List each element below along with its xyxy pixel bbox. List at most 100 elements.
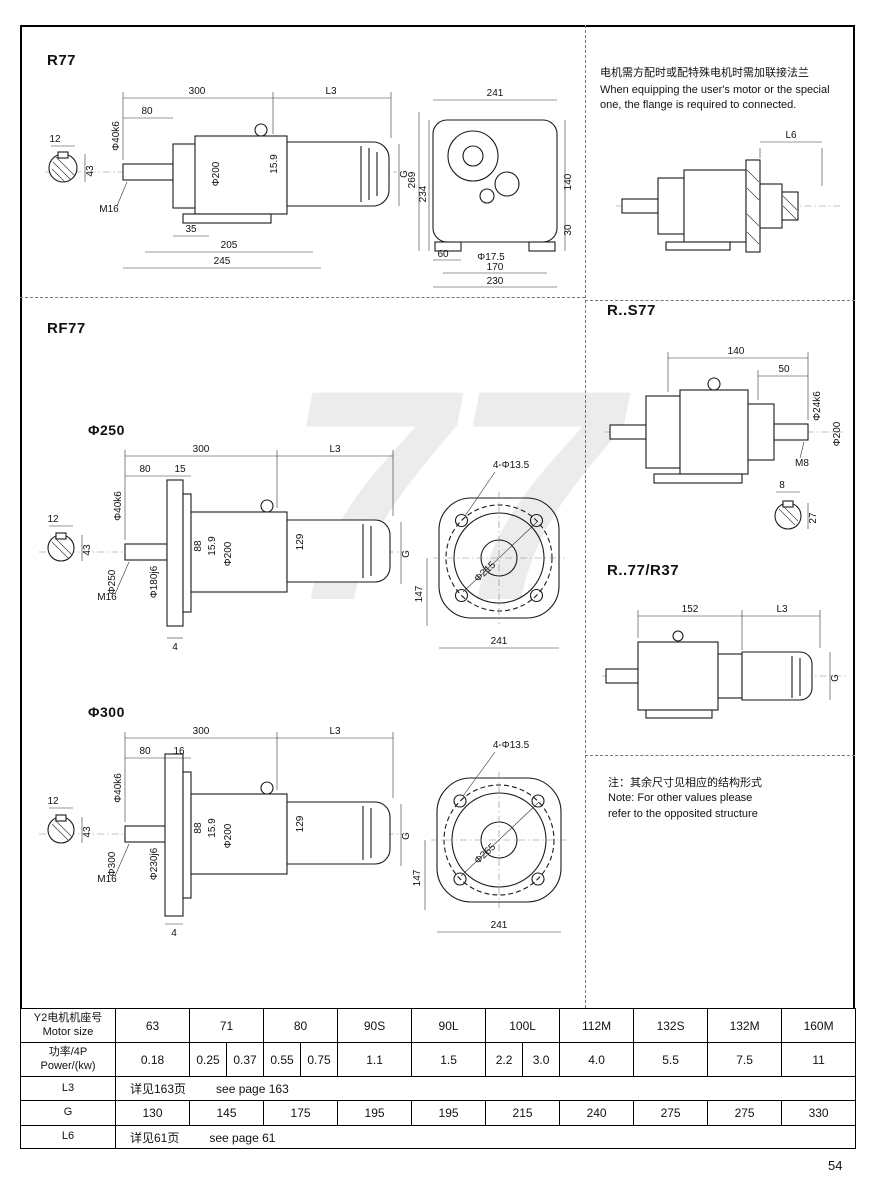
- mounting-foot: [665, 241, 731, 251]
- eyebolt: [707, 377, 721, 391]
- dim-300: 300: [189, 86, 206, 97]
- bolt-hole: [531, 872, 545, 886]
- bottom-note-en2: refer to the opposited structure: [608, 807, 758, 820]
- dim-m16: M16: [99, 204, 119, 215]
- dim-key-43: 43: [82, 544, 93, 556]
- dim-hole-dia: Φ17.5: [477, 252, 505, 263]
- section-title-rf77: RF77: [47, 320, 86, 337]
- power-cell: 0.75: [300, 1042, 339, 1077]
- flange-note-zh: 电机需方配时或配特殊电机时需加联接法兰: [600, 67, 809, 79]
- dim-147: 147: [414, 585, 425, 602]
- motor-size-160m: 160M: [781, 1008, 857, 1043]
- flange-option-view: L6: [616, 130, 840, 253]
- power-cell: 0.25: [189, 1042, 228, 1077]
- dim-269: 269: [407, 171, 418, 188]
- dim-50: 50: [778, 364, 790, 375]
- dim-140: 140: [728, 346, 745, 357]
- section-divider-left: [20, 297, 585, 298]
- dim-key-8: 8: [779, 480, 785, 491]
- flange-note-en1: When equipping the user's motor or the s…: [600, 83, 830, 96]
- power-cell: 1.1: [337, 1042, 413, 1077]
- dim-shaft-dia: Φ40k6: [113, 491, 124, 521]
- r77-front-view: 241 269 234 30 140 60 Φ17.5 170 230: [407, 88, 574, 288]
- g-cell: 240: [559, 1100, 635, 1126]
- power-cell: 0.18: [114, 1042, 191, 1077]
- dim-l3: L3: [329, 726, 341, 737]
- gearbox-body: [637, 641, 719, 711]
- dim-234: 234: [418, 185, 429, 202]
- rf77-250-drawing: 12 43 M16 300 L3 80 15 Φ40k6 Φ250 Φ180j6…: [25, 442, 580, 678]
- flange-option-drawing: L6: [608, 122, 848, 267]
- flange-disc: [164, 753, 184, 917]
- rf77-250-side-view: 12 43 M16 300 L3 80 15 Φ40k6 Φ250 Φ180j6…: [39, 444, 412, 653]
- r77-side-view: 12 43 M16 300 L3 80 Φ40k6 Φ200 15.9 G 35…: [45, 86, 410, 269]
- power-cell: 1.5: [411, 1042, 487, 1077]
- g-cell: 330: [781, 1100, 857, 1126]
- gearbox-body: [679, 389, 749, 475]
- adapter: [759, 183, 783, 229]
- power-cell: 0.55: [263, 1042, 302, 1077]
- dim-300: 300: [193, 726, 210, 737]
- dim-l3: L3: [325, 86, 337, 97]
- output-shaft: [122, 163, 174, 181]
- motor-size-63: 63: [114, 1008, 191, 1043]
- mounting-foot: [645, 709, 713, 719]
- bolt-hole: [453, 872, 467, 886]
- dim-140: 140: [563, 173, 574, 190]
- flange-spigot: [182, 771, 192, 899]
- foot-left: [434, 241, 462, 252]
- watermark-77: 77: [285, 327, 619, 663]
- power-cell: 4.0: [559, 1042, 635, 1077]
- dim-80: 80: [139, 746, 151, 757]
- coupling-housing: [717, 653, 743, 699]
- motor-size-112m: 112M: [559, 1008, 635, 1043]
- dim-key-43: 43: [82, 826, 93, 838]
- g-cell: 130: [114, 1100, 191, 1126]
- dim-body-dia: Φ200: [223, 823, 234, 848]
- motor-size-71: 71: [189, 1008, 265, 1043]
- bolt-hole: [453, 794, 467, 808]
- dim-88: 88: [193, 540, 204, 552]
- dim-30: 30: [563, 224, 574, 236]
- bolt-hole: [454, 513, 469, 528]
- rf77-300-front-view: 4-Φ13.5 Φ265 147 241: [412, 740, 567, 933]
- flange-disc: [166, 479, 184, 627]
- dim-15: 15: [174, 464, 186, 475]
- input-adapter: [747, 403, 775, 461]
- bolt-hole: [529, 588, 544, 603]
- dim-88: 88: [193, 822, 204, 834]
- r77-drawing: 12 43 M16 300 L3 80 Φ40k6 Φ200 15.9 G 35…: [25, 60, 580, 292]
- foot-right: [528, 241, 556, 252]
- section-title-r77r37: R..77/R37: [607, 562, 680, 579]
- g-cell: 195: [411, 1100, 487, 1126]
- eyebolt: [254, 123, 268, 137]
- dim-shaft-dia: Φ40k6: [113, 773, 124, 803]
- dim-m8: M8: [795, 458, 809, 469]
- dim-body-dia: Φ200: [223, 541, 234, 566]
- bottom-note-zh: 注：其余尺寸见相应的结构形式: [608, 777, 762, 789]
- r77r37-side-view: 152 L3 G: [602, 604, 846, 719]
- dim-bolt-circle: Φ215: [473, 559, 499, 584]
- g-cell: 195: [337, 1100, 413, 1126]
- dim-shaft-dia: Φ40k6: [111, 121, 122, 151]
- power-cell: 5.5: [633, 1042, 709, 1077]
- l3-header: L3: [20, 1076, 116, 1101]
- dim-g: G: [401, 832, 412, 840]
- motor-size-132s: 132S: [633, 1008, 709, 1043]
- section-title-rs77: R..S77: [607, 302, 656, 319]
- dim-159: 15.9: [207, 536, 218, 556]
- dim-241: 241: [491, 636, 508, 647]
- column-divider: [585, 25, 586, 1008]
- dim-35: 35: [185, 224, 197, 235]
- g-cell: 145: [189, 1100, 265, 1126]
- motor-body: [286, 801, 391, 865]
- section-title-r77: R77: [47, 52, 77, 69]
- dim-spigot-dia: Φ180j6: [149, 565, 160, 598]
- dim-80: 80: [139, 464, 151, 475]
- g-header: G: [20, 1100, 116, 1126]
- housing-outline: [432, 119, 558, 243]
- bolt-hole: [454, 588, 469, 603]
